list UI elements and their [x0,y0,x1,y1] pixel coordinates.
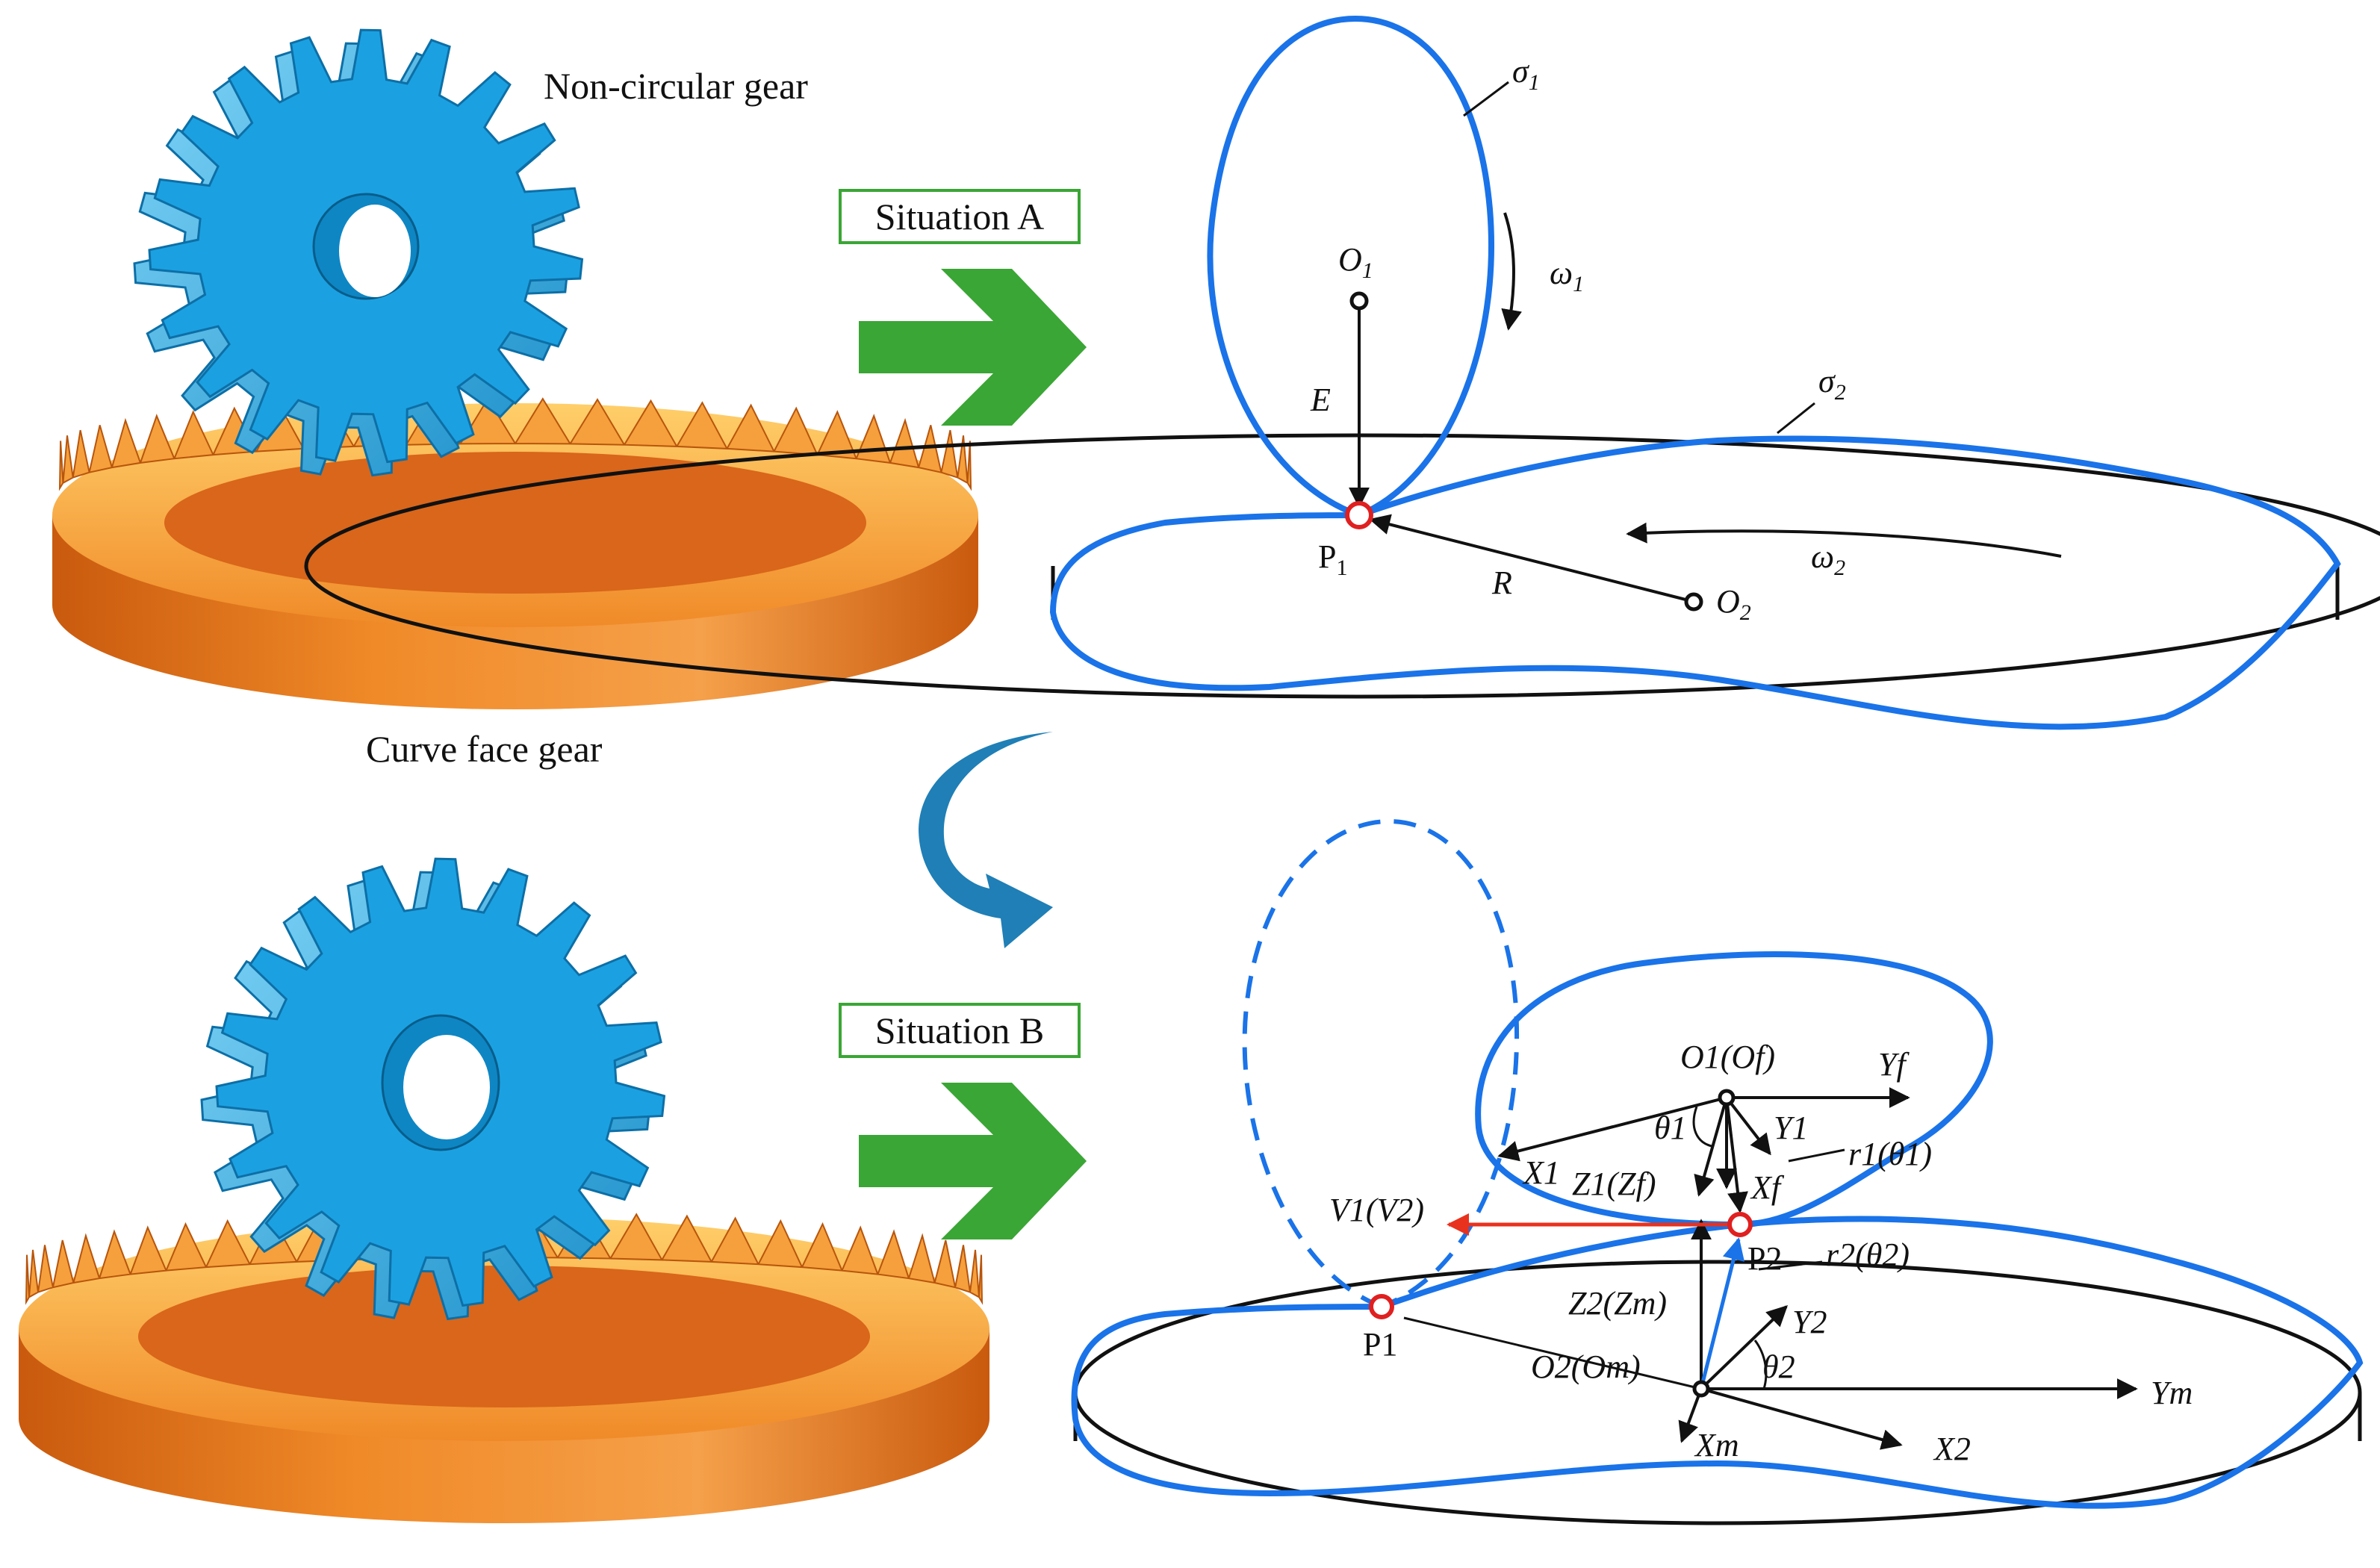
omega1-label: ω1 [1550,255,1584,296]
o2-label: O2 [1716,583,1751,625]
p1-label: P1 [1318,538,1347,580]
omega2-label: ω2 [1811,538,1845,580]
p1-label-b: P1 [1363,1326,1397,1363]
green-right-arrow-icon [859,1083,1087,1239]
sigma1-pitch-curve [1207,15,1495,519]
z1-zf-label: Z1(Zf) [1572,1166,1656,1202]
situation-b-label: Situation B [875,1009,1044,1051]
green-right-arrow-icon [859,269,1087,426]
y2-label: Y2 [1792,1304,1827,1340]
situation-b-schematic: O1(Of) Yf θ1 Y1 X1 Z1(Zf) Xf r1(θ1) V1(V… [1071,818,2364,1525]
r-label: R [1491,564,1512,601]
z2-zm-label: Z2(Zm) [1568,1285,1667,1322]
non-circular-gear-top [133,28,584,477]
o1-of-label: O1(Of) [1680,1039,1775,1075]
non-circular-gear-caption: Non-circular gear [544,65,808,107]
r1-theta1-label: r1(θ1) [1848,1136,1932,1172]
p1-contact-point [1345,501,1373,529]
sigma2-label: σ2 [1818,363,1846,405]
xm-label: Xm [1694,1427,1739,1463]
x2-label: X2 [1933,1431,1971,1467]
curved-down-arrow-icon [919,732,1053,948]
ym-label: Ym [2151,1375,2193,1411]
sigma1-label: σ1 [1512,53,1540,95]
theta1-label: θ1 [1654,1110,1687,1146]
situation-a-box: Situation A [839,189,1081,244]
situation-a-schematic: σ1 σ2 O1 ω1 E P1 R ω2 O2 [304,15,2380,730]
x1-label: X1 [1522,1154,1560,1191]
p2-label: P2 [1747,1240,1782,1277]
o2-point-b [1692,1380,1710,1398]
y1-label: Y1 [1774,1110,1808,1146]
gear-render-bottom [19,857,989,1523]
non-circular-gear-bottom [200,857,666,1321]
o1-label: O1 [1338,241,1373,283]
p1-contact-point-b [1369,1294,1394,1319]
theta2-label: θ2 [1762,1348,1795,1385]
sigma1-dashed-initial [1242,818,1520,1310]
yf-label: Yf [1878,1046,1910,1083]
omega2-arrow [1626,522,2062,558]
face-gear-bottom [19,1211,989,1523]
omega1-arrow [1501,212,1522,331]
p2-contact-point [1727,1212,1753,1237]
situation-b-box: Situation B [839,1003,1081,1058]
situation-a-label: Situation A [875,196,1044,237]
e-label: E [1310,382,1331,418]
curve-face-gear-caption: Curve face gear [366,728,603,770]
sigma2-pitch-curve [1049,435,2341,730]
r2-theta2-label: r2(θ2) [1826,1236,1910,1273]
o1-point-b [1718,1089,1736,1107]
o1-point [1349,291,1369,311]
r2-vector [1699,1237,1745,1390]
xf-label: Xf [1750,1169,1785,1206]
v1-v2-label: V1(V2) [1329,1192,1424,1228]
o2-om-label: O2(Om) [1531,1348,1641,1385]
o2-point [1684,592,1703,612]
gear-render-top [52,28,978,709]
r-line [1369,514,1692,603]
face-gear-top [52,397,978,709]
sigma1-rotated-curve [1475,951,1993,1228]
sigma2-pitch-curve-b [1071,1216,2364,1509]
